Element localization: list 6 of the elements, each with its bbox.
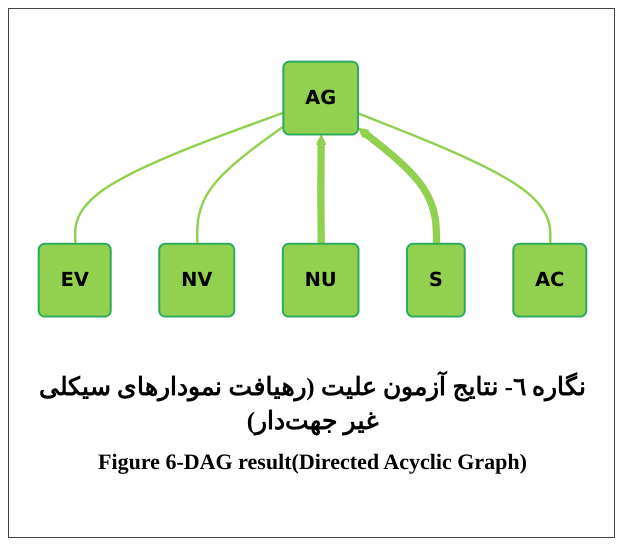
connector — [196, 125, 285, 244]
caption-text: Figure 6-DAG result(Directed Acyclic Graph) — [97, 449, 528, 475]
connector — [358, 112, 552, 244]
arrow — [358, 128, 440, 244]
arrow — [316, 134, 326, 244]
connector — [74, 111, 284, 244]
